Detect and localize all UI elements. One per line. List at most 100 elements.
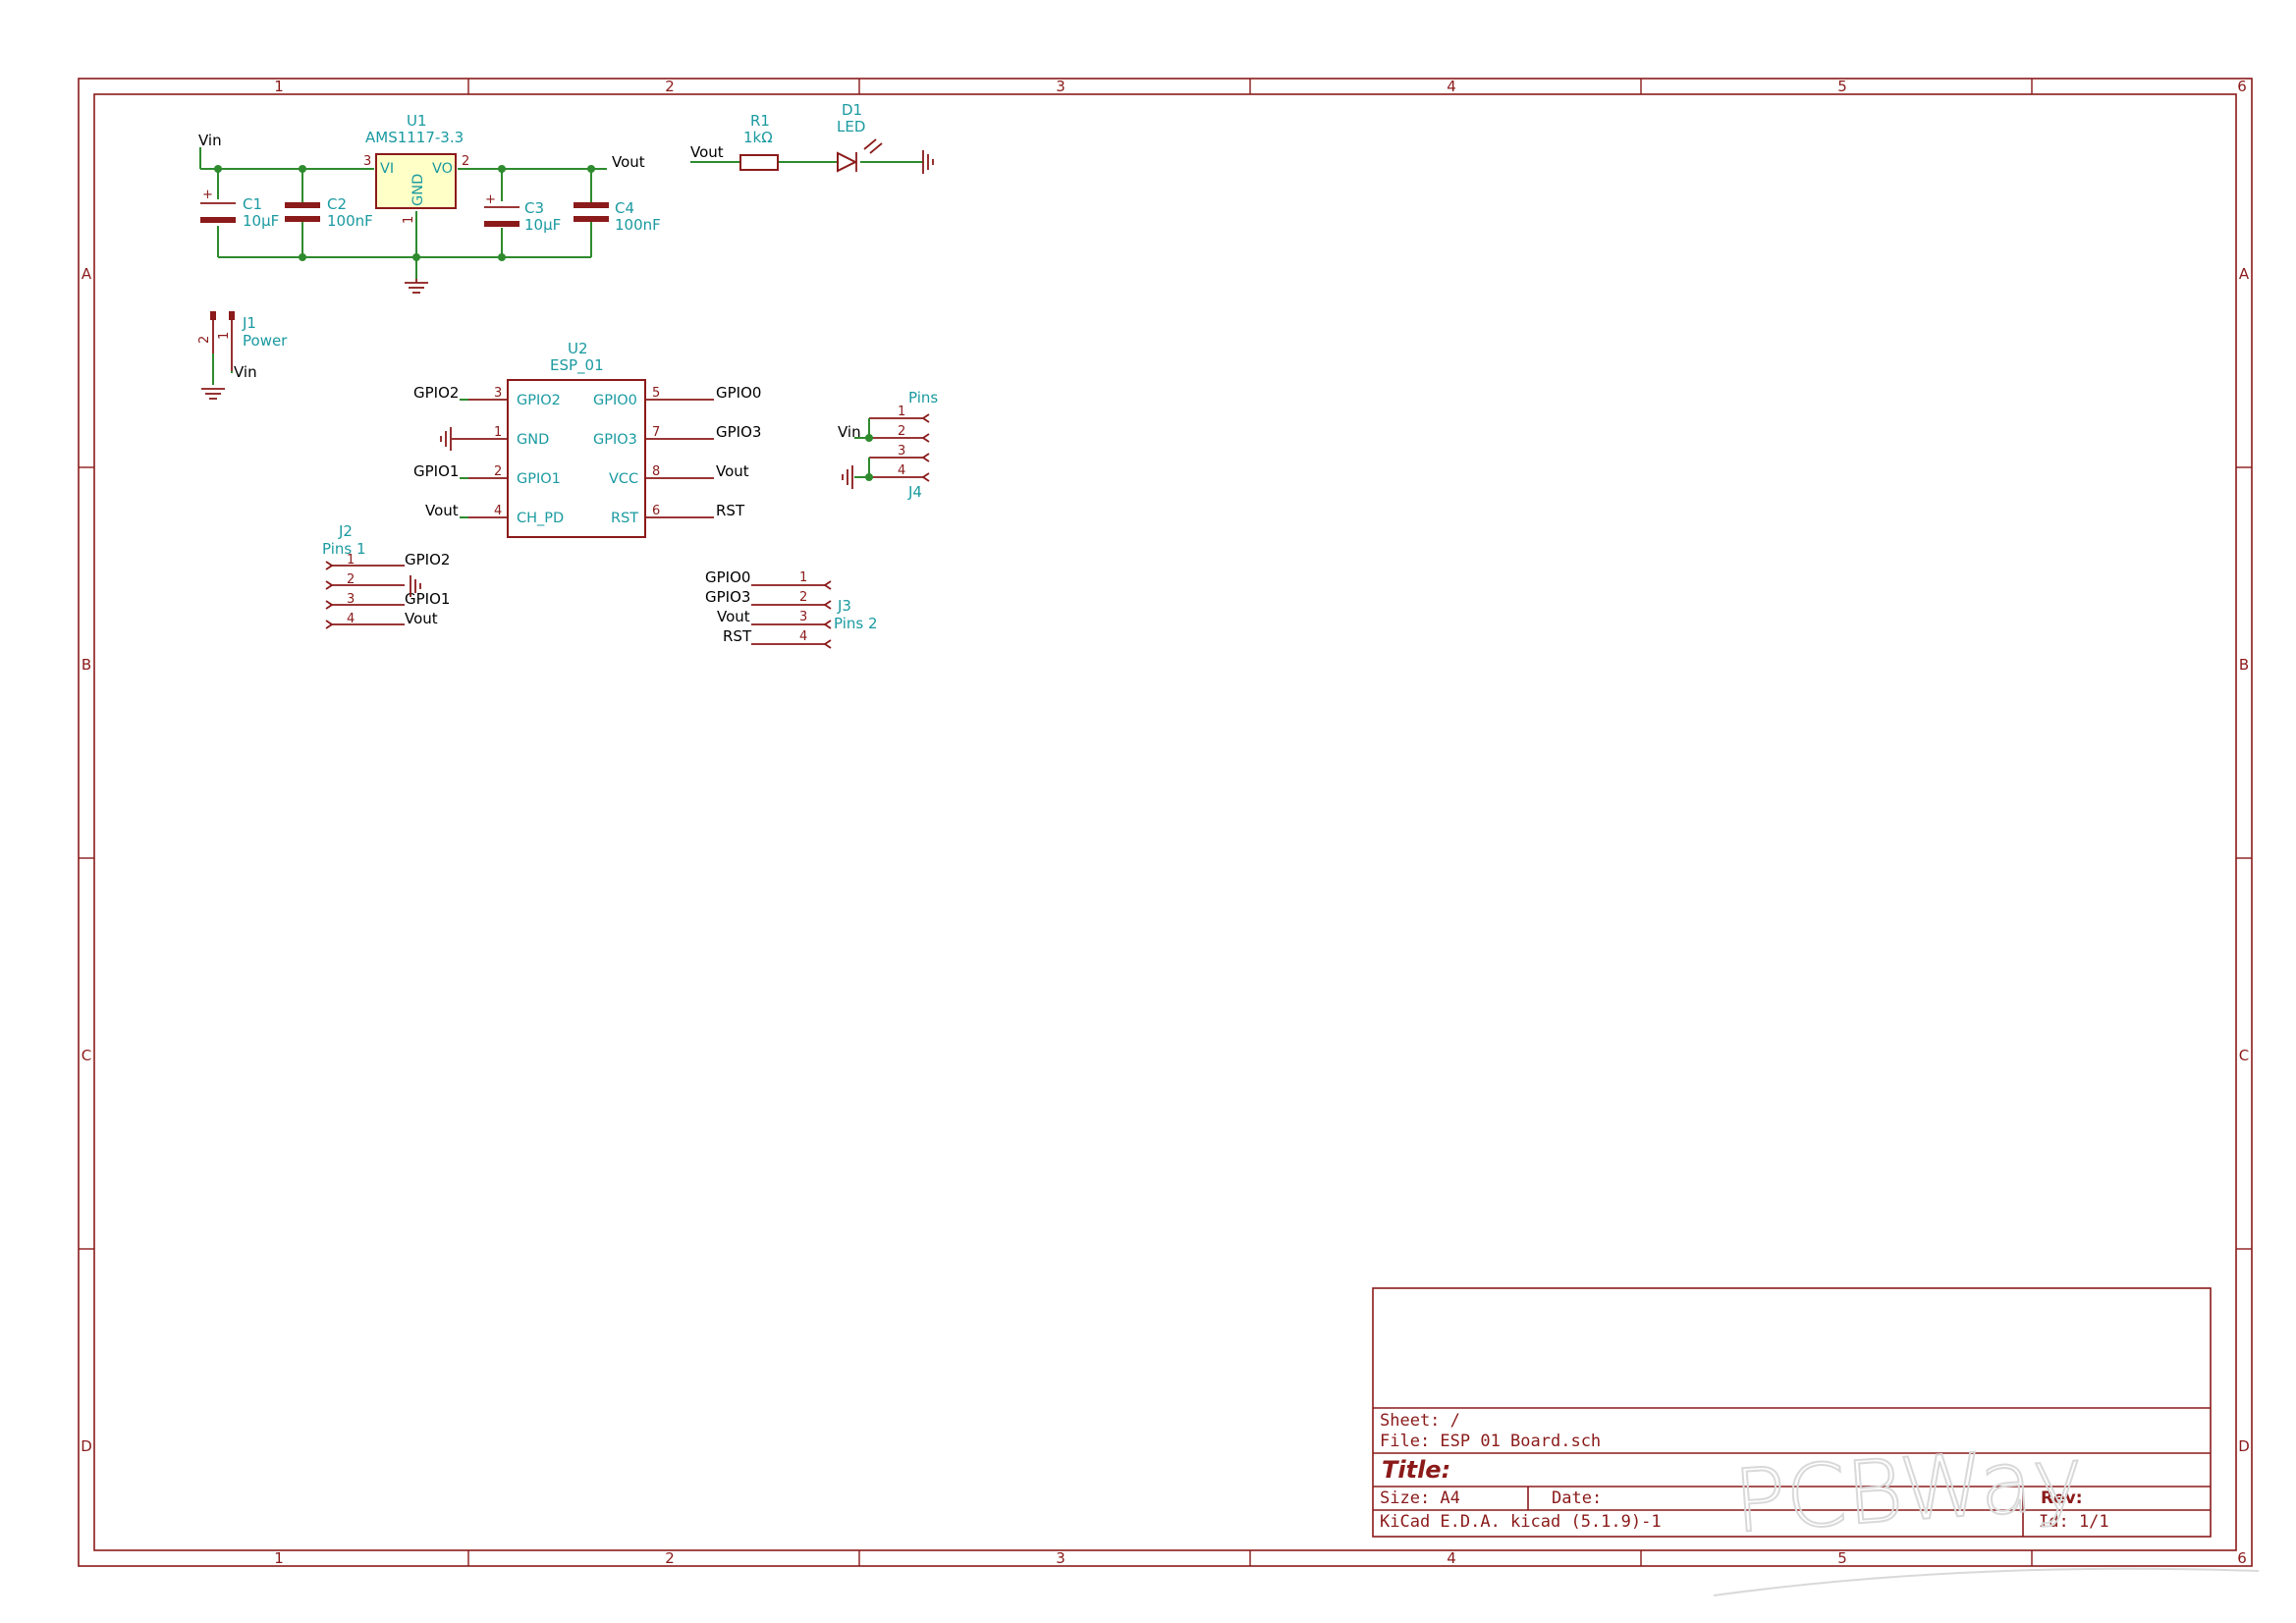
c2-value: 100nF bbox=[327, 212, 373, 230]
col-label-4-bottom: 4 bbox=[1447, 1549, 1456, 1567]
u1-body[interactable] bbox=[375, 153, 457, 209]
title-block-id: Id: 1/1 bbox=[2039, 1512, 2109, 1532]
u2-left-num-3: 4 bbox=[494, 504, 502, 518]
j2-net-2: GPIO1 bbox=[405, 590, 450, 608]
row-label-a-right: A bbox=[2239, 265, 2250, 283]
j1-power-connector[interactable]: J1 Power 2 1 Vin bbox=[197, 311, 288, 385]
u2-left-name-1: GND bbox=[517, 432, 549, 448]
j4-pin-num-0: 1 bbox=[898, 405, 905, 419]
u2-left-net-3: Vout bbox=[425, 502, 459, 519]
j3-value: Pins 2 bbox=[834, 615, 878, 632]
j2-connector[interactable]: J2 Pins 1 1 2 3 4 GPIO2 GPIO1 Vout bbox=[322, 522, 450, 629]
u2-right-net-2: Vout bbox=[716, 462, 749, 480]
u2-right-net-3: RST bbox=[716, 502, 745, 519]
c3-plus-mark: + bbox=[485, 192, 496, 207]
ground-icon-esp bbox=[440, 427, 452, 451]
j4-ref: J4 bbox=[907, 483, 922, 501]
j4-pin-num-1: 2 bbox=[898, 424, 905, 439]
u2-right-num-2: 8 bbox=[652, 464, 660, 479]
d1-value: LED bbox=[837, 118, 865, 135]
row-label-b-right: B bbox=[2239, 656, 2249, 674]
u2-left-num-2: 2 bbox=[494, 464, 502, 479]
j3-pin-num-0: 1 bbox=[799, 570, 807, 585]
r1-ref: R1 bbox=[750, 112, 770, 130]
u1-pin-3-num: 3 bbox=[363, 154, 371, 169]
col-label-2-bottom: 2 bbox=[665, 1549, 675, 1567]
led-net-vout: Vout bbox=[690, 143, 724, 161]
col-label-5: 5 bbox=[1837, 78, 1847, 95]
c3-value: 10µF bbox=[524, 216, 561, 234]
col-label-1: 1 bbox=[274, 78, 284, 95]
u2-right-num-0: 5 bbox=[652, 386, 660, 401]
title-block-date: Date: bbox=[1552, 1488, 1602, 1508]
j3-ref: J3 bbox=[837, 597, 851, 615]
col-label-2: 2 bbox=[665, 78, 675, 95]
r1-symbol[interactable] bbox=[739, 154, 779, 171]
u2-body[interactable] bbox=[507, 379, 646, 538]
title-block-rev: Rev: bbox=[2041, 1488, 2083, 1508]
u2-right-name-2: VCC bbox=[609, 471, 638, 487]
col-label-6: 6 bbox=[2237, 78, 2247, 95]
j2-net-0: GPIO2 bbox=[405, 551, 450, 568]
ground-icon-led bbox=[922, 150, 934, 174]
j2-pin-num-0: 1 bbox=[347, 553, 355, 568]
j3-pin-num-2: 3 bbox=[799, 610, 807, 624]
row-label-c-right: C bbox=[2239, 1047, 2249, 1064]
col-label-1-bottom: 1 bbox=[274, 1549, 284, 1567]
u1-pin-2-num: 2 bbox=[462, 154, 469, 169]
j3-connector[interactable]: GPIO0 GPIO3 Vout RST 1 2 3 4 J3 Pins 2 bbox=[705, 568, 878, 649]
u2-left-num-0: 3 bbox=[494, 386, 502, 401]
c4-value: 100nF bbox=[615, 216, 661, 234]
net-label-vin: Vin bbox=[198, 132, 222, 149]
j2-value: Pins 1 bbox=[322, 540, 366, 558]
c3-symbol[interactable]: + bbox=[484, 192, 519, 227]
j1-net-vin: Vin bbox=[234, 363, 257, 381]
esp01-module: U2 ESP_01 GPIO2 3 GPIO2 1 GND GPIO1 2 GP… bbox=[413, 340, 761, 538]
ground-icon bbox=[405, 279, 428, 294]
row-label-d-right: D bbox=[2238, 1437, 2250, 1455]
j2-pin-num-2: 3 bbox=[347, 592, 355, 607]
c2-ref: C2 bbox=[327, 195, 347, 213]
u2-ref: U2 bbox=[568, 340, 588, 357]
j1-value: Power bbox=[243, 332, 288, 350]
u2-right-name-0: GPIO0 bbox=[593, 393, 637, 408]
u2-left-name-0: GPIO2 bbox=[517, 393, 561, 408]
d1-led-symbol[interactable] bbox=[837, 138, 883, 173]
col-label-3: 3 bbox=[1056, 78, 1066, 95]
row-label-b: B bbox=[82, 656, 91, 674]
u2-left-num-1: 1 bbox=[494, 425, 502, 440]
drawing-frame bbox=[78, 78, 2253, 1567]
r1-value: 1kΩ bbox=[743, 129, 773, 146]
row-label-c: C bbox=[82, 1047, 91, 1064]
u1-pin-vi-name: VI bbox=[380, 161, 394, 177]
title-block-file: File: ESP 01 Board.sch bbox=[1380, 1432, 1601, 1451]
j3-net-3: RST bbox=[723, 627, 752, 645]
u1-ref: U1 bbox=[407, 112, 427, 130]
j2-pin-num-3: 4 bbox=[347, 612, 355, 626]
c1-ref: C1 bbox=[243, 195, 262, 213]
zone-labels: 1 2 3 4 5 6 1 2 3 4 5 6 A B C D A B C D bbox=[81, 78, 2250, 1567]
c1-symbol[interactable]: + bbox=[200, 188, 236, 223]
u2-left-net-2: GPIO1 bbox=[413, 462, 459, 480]
j3-pin-num-1: 2 bbox=[799, 590, 807, 605]
u2-right-name-1: GPIO3 bbox=[593, 432, 637, 448]
ground-icon-j2 bbox=[410, 575, 421, 597]
u2-right-num-1: 7 bbox=[652, 425, 660, 440]
col-label-6-bottom: 6 bbox=[2237, 1549, 2247, 1567]
title-block: Sheet: / File: ESP 01 Board.sch Title: S… bbox=[1372, 1287, 2212, 1538]
u2-right-num-3: 6 bbox=[652, 504, 660, 518]
j3-net-0: GPIO0 bbox=[705, 568, 750, 586]
c4-symbol[interactable] bbox=[574, 202, 609, 222]
ground-icon-j4 bbox=[842, 465, 853, 489]
watermark-text: PCBWay bbox=[1730, 1427, 2087, 1552]
j1-pin2-num: 2 bbox=[197, 336, 212, 344]
pcbway-watermark: PCBWay bbox=[1713, 1426, 2260, 1596]
ground-icon-j1 bbox=[201, 388, 225, 400]
d1-ref: D1 bbox=[842, 101, 862, 119]
title-block-tool: KiCad E.D.A. kicad (5.1.9)-1 bbox=[1380, 1512, 1662, 1532]
j4-net-vin: Vin bbox=[838, 423, 861, 441]
led-indicator-section: Vout R1 1kΩ D1 LED bbox=[690, 101, 934, 174]
c2-symbol[interactable] bbox=[285, 202, 320, 222]
j4-connector[interactable]: Pins 1 2 3 4 Vin J4 bbox=[838, 389, 938, 501]
